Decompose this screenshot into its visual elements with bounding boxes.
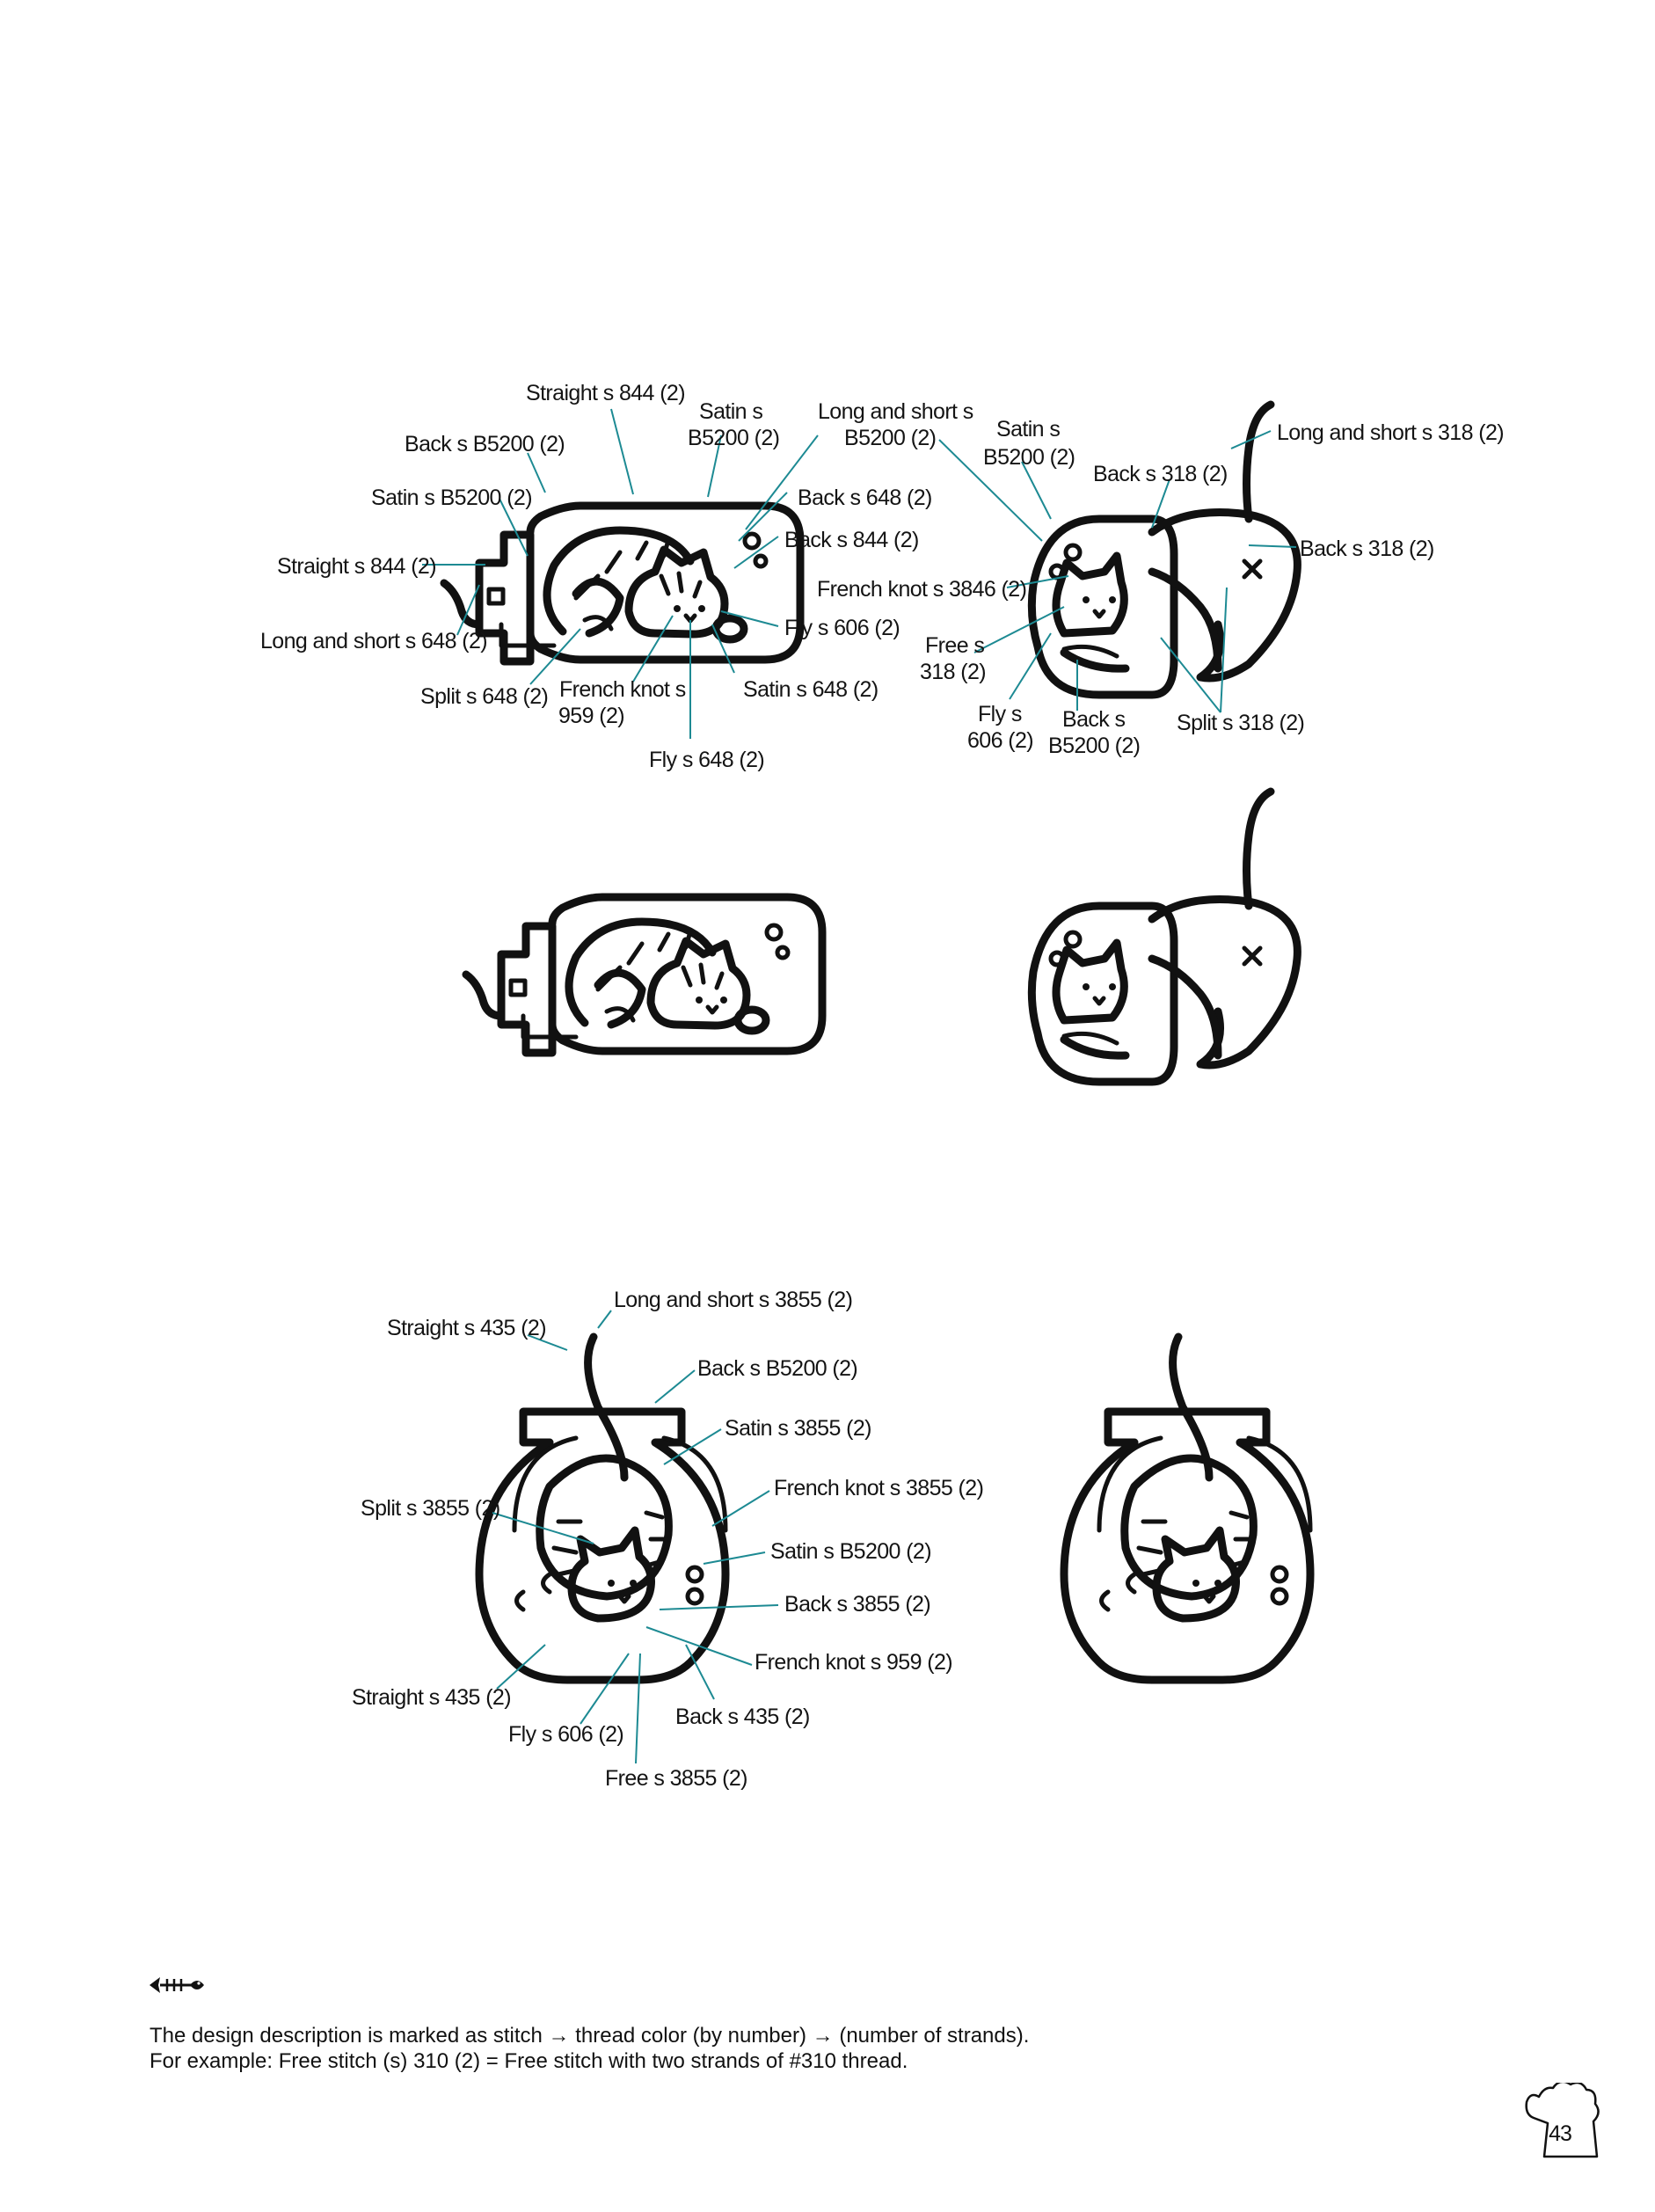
fig2-label-7: 318 (2) — [920, 660, 986, 684]
figure-cat-jar-plain — [466, 897, 822, 1053]
fig1-label-11: Long and short s 648 (2) — [260, 629, 487, 653]
footnote-line-2: For example: Free stitch (s) 310 (2) = F… — [149, 2049, 908, 2073]
fig1-label-3: Long and short s — [818, 399, 973, 424]
fig3-label-7: Back s 3855 (2) — [784, 1592, 930, 1617]
figure3-leaders — [492, 1310, 779, 1764]
fig2-label-11: B5200 (2) — [1048, 734, 1140, 758]
figure-cat-vase-plain — [1064, 1337, 1310, 1680]
figure1-leaders — [422, 408, 819, 739]
fig2-label-8: Fly s — [978, 702, 1022, 726]
fig3-label-10: Back s 435 (2) — [675, 1705, 810, 1729]
fig2-label-1: B5200 (2) — [983, 445, 1075, 470]
fig1-label-2: B5200 (2) — [688, 426, 779, 450]
fig3-label-4: French knot s 3855 (2) — [774, 1476, 983, 1500]
fig3-label-12: Free s 3855 (2) — [605, 1766, 747, 1791]
fig3-label-0: Long and short s 3855 (2) — [614, 1288, 852, 1312]
fig2-label-6: Free s — [925, 633, 984, 658]
fig2-label-5: French knot s 3846 (2) — [817, 577, 1026, 602]
fig2-label-2: Back s 318 (2) — [1093, 462, 1228, 486]
fig1-label-9: Straight s 844 (2) — [277, 554, 436, 579]
footnote: The design description is marked as stit… — [149, 2023, 1029, 2074]
fig1-label-7: Back s 648 (2) — [798, 485, 932, 510]
fig3-label-5: Split s 3855 (2) — [361, 1496, 500, 1521]
figure2-labels: Satin s B5200 (2) Back s 318 (2) Long an… — [817, 417, 1505, 758]
fig1-label-14: Satin s 648 (2) — [743, 677, 879, 702]
fig2-label-4: Back s 318 (2) — [1300, 537, 1434, 561]
fig1-label-1: Satin s — [699, 399, 762, 424]
fig1-label-16: Fly s 648 (2) — [649, 748, 764, 772]
figure-cat-round-jar-plain — [1032, 792, 1297, 1082]
figure2-leaders — [938, 430, 1297, 713]
fig3-label-11: Fly s 606 (2) — [508, 1722, 623, 1747]
fig1-label-13: 959 (2) — [558, 704, 624, 728]
figure-cat-vase-annotated — [479, 1337, 725, 1680]
fig1-label-0: Straight s 844 (2) — [526, 381, 685, 405]
fig1-label-5: Back s B5200 (2) — [405, 432, 565, 456]
fig2-label-9: 606 (2) — [967, 728, 1033, 753]
paw-icon — [1525, 2083, 1600, 2158]
fig3-label-3: Satin s 3855 (2) — [725, 1416, 871, 1441]
fig1-label-6: Satin s B5200 (2) — [371, 485, 532, 510]
fig1-label-10: Fly s 606 (2) — [784, 616, 900, 640]
fig3-label-1: Straight s 435 (2) — [387, 1316, 546, 1340]
figure1-labels: Straight s 844 (2) Satin s B5200 (2) Lon… — [260, 381, 973, 772]
fig1-label-12: French knot s — [559, 677, 686, 702]
footnote-line-1: The design description is marked as stit… — [149, 2024, 1030, 2048]
fig2-label-0: Satin s — [996, 417, 1060, 442]
fig1-label-8: Back s 844 (2) — [784, 528, 919, 552]
fig2-label-10: Back s — [1062, 707, 1126, 732]
fig1-label-15: Split s 648 (2) — [420, 684, 548, 709]
page-number: 43 — [1549, 2121, 1572, 2146]
fig3-label-2: Back s B5200 (2) — [697, 1356, 857, 1381]
fig2-label-3: Long and short s 318 (2) — [1277, 420, 1504, 445]
figure3-labels: Long and short s 3855 (2) Straight s 435… — [352, 1288, 984, 1791]
fig3-label-6: Satin s B5200 (2) — [770, 1539, 931, 1564]
fig3-label-9: Straight s 435 (2) — [352, 1685, 511, 1710]
fig1-label-4: B5200 (2) — [844, 426, 936, 450]
fish-bone-icon — [149, 1977, 204, 1993]
fig3-label-8: French knot s 959 (2) — [755, 1650, 952, 1675]
fig2-label-12: Split s 318 (2) — [1177, 711, 1304, 735]
